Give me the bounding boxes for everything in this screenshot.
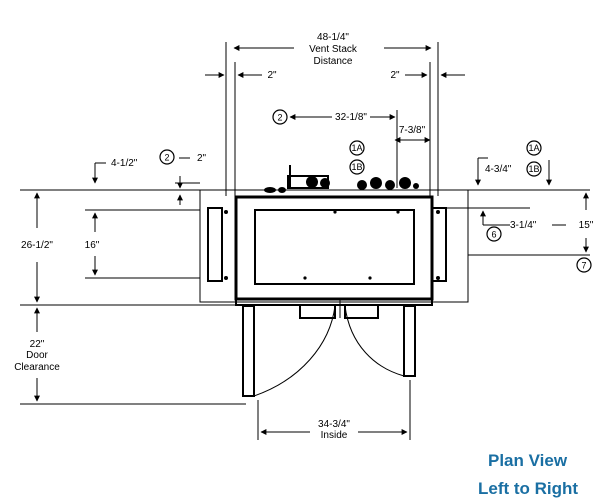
dim-door-clearance: 22" Door Clearance: [14, 307, 60, 402]
dim-right-small: 3-1/4": [480, 210, 566, 231]
vent-stack-label: Vent Stack: [309, 44, 358, 55]
inner-offset-value: 7-3/8": [399, 125, 426, 136]
dim-right-top: 4-3/4": [475, 157, 552, 186]
callout-6: 6: [486, 226, 502, 242]
callout-1b-right: 1B: [526, 161, 542, 177]
door-clearance-value: 22": [30, 339, 45, 350]
front-rail: [235, 298, 433, 306]
vent-stack-distance-label: Distance: [314, 56, 353, 67]
dim-right-offset: 2": [390, 62, 465, 196]
doors: [242, 300, 416, 397]
svg-text:1A: 1A: [351, 143, 362, 153]
svg-text:6: 6: [491, 230, 496, 240]
right-height-value: 15": [579, 220, 594, 231]
svg-text:1B: 1B: [351, 162, 362, 172]
right-top-value: 4-3/4": [485, 164, 512, 175]
dim-inner-offset: 7-3/8": [394, 125, 431, 143]
callout-1b-left: 1B: [349, 159, 365, 175]
inner-span-value: 32-1/8": [335, 112, 367, 123]
callout-1a-left: 1A: [349, 140, 365, 156]
caption-left-to-right: Left to Right: [478, 479, 578, 498]
dim-overall-depth: 26-1/2": [21, 192, 53, 303]
dim-left-top: 4-1/2": [92, 158, 138, 184]
dim-inner-depth: 16": [85, 212, 100, 276]
unit-outline: [199, 189, 469, 306]
cooking-cavity: [254, 209, 415, 285]
svg-text:7: 7: [581, 261, 586, 271]
svg-text:2: 2: [164, 153, 169, 163]
vent-stack-value: 48-1/4": [317, 32, 349, 43]
inside-label: Inside: [321, 430, 348, 441]
right-handle: [344, 306, 379, 319]
right-door: [403, 305, 416, 377]
right-offset-value: 2": [390, 70, 400, 81]
dim-inner-span: 32-1/8": [289, 110, 398, 150]
inner-depth-value: 16": [85, 240, 100, 251]
left-small-value: 2": [197, 153, 207, 164]
left-top-value: 4-1/2": [111, 158, 138, 169]
dim-left-offset: 2": [205, 62, 277, 196]
outer-housing: [199, 189, 469, 303]
dim-inside-width: 34-3/4" Inside: [257, 380, 411, 441]
inside-width-value: 34-3/4": [318, 419, 350, 430]
right-side-panel: [431, 207, 447, 282]
callout-7: 7: [576, 257, 592, 273]
back-connections: [264, 150, 419, 193]
callout-1a-right: 1A: [526, 140, 542, 156]
caption-plan-view: Plan View: [488, 451, 568, 470]
dim-vent-stack: 48-1/4" Vent Stack Distance: [225, 32, 439, 196]
left-offset-value: 2": [267, 70, 277, 81]
right-small-value: 3-1/4": [510, 220, 537, 231]
overall-depth-value: 26-1/2": [21, 240, 53, 251]
door-clearance-label: Door: [26, 350, 48, 361]
left-handle: [299, 306, 336, 319]
svg-text:1A: 1A: [528, 143, 539, 153]
door-clearance-label-2: Clearance: [14, 362, 60, 373]
left-door: [242, 305, 255, 397]
callout-2-left: 2: [159, 149, 175, 165]
dim-right-height: 15": [579, 192, 594, 253]
svg-text:1B: 1B: [528, 164, 539, 174]
dim-left-small: 2": [175, 153, 207, 205]
callout-2-top: 2: [272, 109, 288, 125]
left-side-panel: [207, 207, 223, 282]
right-door-swing: [344, 305, 405, 377]
left-door-swing: [253, 305, 336, 397]
svg-text:2: 2: [277, 113, 282, 123]
